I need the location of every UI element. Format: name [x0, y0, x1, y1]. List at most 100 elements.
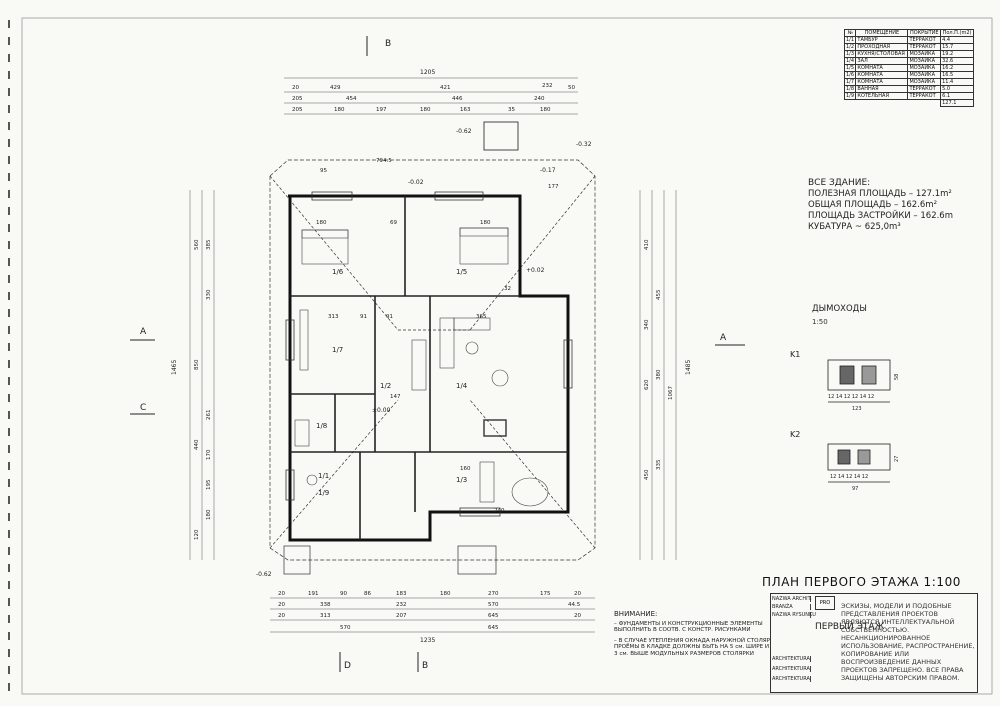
table-cell: МОЗАИКА: [907, 64, 942, 72]
company-stamp: PRO: [815, 596, 835, 610]
svg-text:313: 313: [328, 314, 339, 320]
dim-text: 570: [488, 602, 499, 608]
table-cell: 11.4: [940, 78, 974, 86]
table-cell: 1/7: [843, 78, 857, 86]
table-cell: КОТЕЛЬНАЯ: [855, 92, 909, 100]
binding-hole: [8, 241, 10, 249]
svg-text:240: 240: [494, 508, 505, 514]
dim-text: 207: [396, 613, 407, 619]
title-block: NAZWA ARCHIT. BRANŻA NAZWA RYSUNKU ARCHI…: [770, 593, 978, 693]
table-cell: МОЗАИКА: [907, 50, 942, 58]
binding-hole: [8, 411, 10, 419]
dim-text: 180: [334, 107, 345, 113]
binding-hole: [8, 292, 10, 300]
svg-text:147: 147: [390, 394, 401, 400]
chimney-k2-label: K2: [790, 430, 801, 439]
total-area: 127.1: [940, 99, 974, 107]
svg-text:±0.00: ±0.00: [372, 407, 391, 414]
level-marks: -0.62 ±0.00 -0.02 -0.17 -0.32 +0.02 -0.6…: [256, 128, 592, 578]
svg-text:120: 120: [194, 529, 200, 540]
table-cell: МОЗАИКА: [907, 71, 942, 79]
svg-text:91: 91: [386, 314, 393, 320]
table-header-row: № ПОМЕЩЕНИЕ ПОКРЫТИЕ Пол.П.(m2): [843, 29, 974, 37]
dim-text: 240: [534, 96, 545, 102]
col-header: ПОКРЫТИЕ: [907, 29, 942, 37]
title-block-row: ARCHITEKTURA: [772, 676, 811, 682]
dim-overall-right: 1485: [685, 360, 692, 375]
dim-text: 44.5: [568, 602, 581, 608]
notes-title: ВНИМАНИЕ:: [614, 610, 658, 618]
binding-hole: [8, 224, 10, 232]
col-header: Пол.П.(m2): [940, 29, 974, 37]
table-cell: 32.6: [940, 57, 974, 65]
dim-text: 232: [396, 602, 407, 608]
table-cell: 1/3: [843, 50, 857, 58]
svg-text:+0.02: +0.02: [526, 267, 545, 274]
dim-text: 86: [364, 591, 371, 597]
table-cell: 1/6: [843, 71, 857, 79]
svg-text:455: 455: [656, 289, 662, 300]
table-cell: 1/8: [843, 85, 857, 93]
dim-text: 205: [292, 96, 303, 102]
svg-text:560: 560: [194, 239, 200, 250]
svg-text:97: 97: [852, 486, 858, 492]
binding-hole: [8, 666, 10, 674]
binding-hole: [8, 258, 10, 266]
furniture: [294, 227, 549, 507]
copyright-text: ЭСКИЗЫ, МОДЕЛИ И ПОДОБНЫЕ ПРЕДСТАВЛЕНИЯ …: [841, 602, 975, 682]
binding-hole: [8, 139, 10, 147]
section-label: D: [344, 661, 351, 671]
svg-text:180: 180: [480, 220, 491, 226]
table-cell: КУХНЯ/СТОЛОВАЯ: [855, 50, 909, 58]
room-numbers: 1/1 1/2 1/3 1/4 1/5 1/6 1/7 1/8 1/9: [316, 268, 468, 497]
table-cell: 1/4: [843, 57, 857, 65]
section-label: C: [140, 403, 146, 413]
svg-text:335: 335: [656, 459, 662, 470]
summary-heading: ВСЕ ЗДАНИЕ:: [808, 178, 871, 188]
svg-text:1/2: 1/2: [380, 382, 391, 390]
interior-dims: 180 69 180 313 91 91 365 147 160 240 794…: [316, 158, 559, 514]
summary-line: ПЛОЩАДЬ ЗАСТРОЙКИ – 162.6m: [808, 211, 953, 221]
dim-text: 90: [340, 591, 347, 597]
binding-hole: [8, 122, 10, 130]
table-cell: 16.2: [940, 64, 974, 72]
svg-text:1/7: 1/7: [332, 346, 343, 354]
chimney-detail-k1: [827, 359, 891, 403]
binding-hole: [8, 581, 10, 589]
summary-line: ПОЛЕЗНАЯ ПЛОЩАДЬ – 127.1m²: [808, 189, 952, 199]
binding-hole: [8, 343, 10, 351]
svg-text:-0.62: -0.62: [256, 571, 272, 578]
table-cell: 15.7: [940, 43, 974, 51]
dims-left-column: 560 385 330 850 261 440 170 195 180 120: [194, 239, 212, 540]
dim-text: 180: [440, 591, 451, 597]
binding-hole: [8, 615, 10, 623]
table-cell: 6.1: [940, 92, 974, 100]
table-cell: ТЕРРАКОТ: [907, 85, 942, 93]
svg-text:794.5: 794.5: [376, 158, 392, 164]
dim-text: 570: [340, 625, 351, 631]
binding-hole: [8, 20, 10, 28]
binding-hole: [8, 683, 10, 691]
svg-text:365: 365: [476, 314, 487, 320]
table-cell: 1/1: [843, 36, 857, 44]
dim-text: 35: [508, 107, 515, 113]
table-cell: ТАМБУР: [855, 36, 909, 44]
svg-text:1/1: 1/1: [318, 472, 329, 480]
svg-text:1/8: 1/8: [316, 422, 327, 430]
dims-right-column: 410 455 340 1067 335 620 380 450: [644, 239, 674, 480]
dim-text: 338: [320, 602, 331, 608]
exterior-walls: [288, 194, 570, 542]
table-cell: МОЗАИКА: [907, 78, 942, 86]
dim-overall-bottom: 1235: [420, 637, 435, 644]
svg-text:440: 440: [194, 439, 200, 450]
summary-line: ОБЩАЯ ПЛОЩАДЬ – 162.6m²: [808, 200, 937, 210]
binding-hole: [8, 360, 10, 368]
svg-text:330: 330: [206, 289, 212, 300]
svg-text:1/4: 1/4: [456, 382, 468, 390]
